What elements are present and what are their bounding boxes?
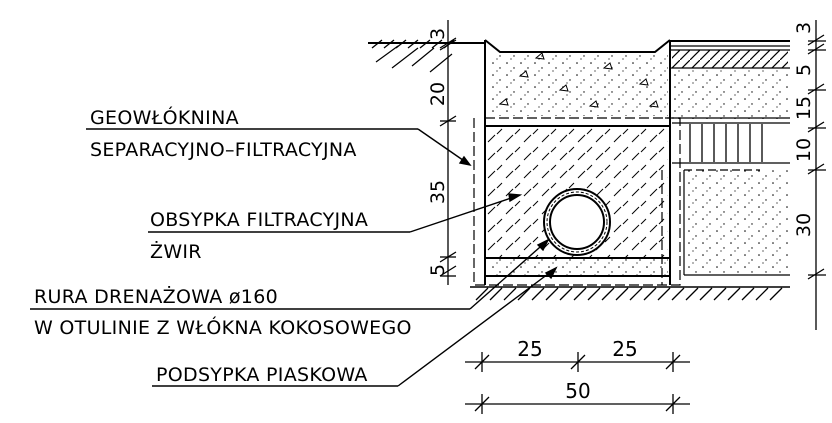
dim-left-20: 20	[427, 82, 449, 106]
dimension-bottom	[465, 352, 690, 414]
label-geowloknina-line2: SEPARACYJNO–FILTRACYJNA	[90, 139, 357, 161]
label-rura-line2: W OTULINIE Z WŁÓKNA KOKOSOWEGO	[34, 315, 412, 339]
dim-bottom-50: 50	[565, 379, 590, 403]
aggregate-triangles	[498, 52, 659, 108]
label-podsypka: PODSYPKA PIASKOWA	[156, 364, 368, 386]
dim-bottom-25-left: 25	[517, 337, 542, 361]
dim-left-3: 3	[427, 28, 449, 40]
dim-left-35: 35	[427, 180, 449, 204]
trench	[473, 39, 681, 286]
soil-bottom	[470, 286, 790, 301]
label-geowloknina-line1: GEOWŁÓKNINA	[90, 105, 239, 129]
dim-right-3: 3	[793, 22, 815, 34]
dimension-right-vertical	[807, 20, 826, 330]
dim-right-30: 30	[793, 213, 815, 237]
natural-ground-left	[368, 39, 485, 73]
leader-lines	[30, 128, 558, 387]
dimension-left-vertical	[439, 20, 457, 285]
label-rura-line1: RURA DRENAŻOWA ø160	[34, 285, 278, 308]
dim-right-5: 5	[793, 64, 815, 76]
label-obsypka-line2: ŻWIR	[150, 240, 202, 263]
dim-bottom-25-right: 25	[612, 337, 637, 361]
dim-left-5: 5	[427, 264, 449, 276]
label-obsypka-line1: OBSYPKA FILTRACYJNA	[150, 209, 368, 231]
pavement-layers	[670, 40, 790, 276]
dim-right-10: 10	[793, 138, 815, 162]
dim-right-15: 15	[793, 96, 815, 120]
